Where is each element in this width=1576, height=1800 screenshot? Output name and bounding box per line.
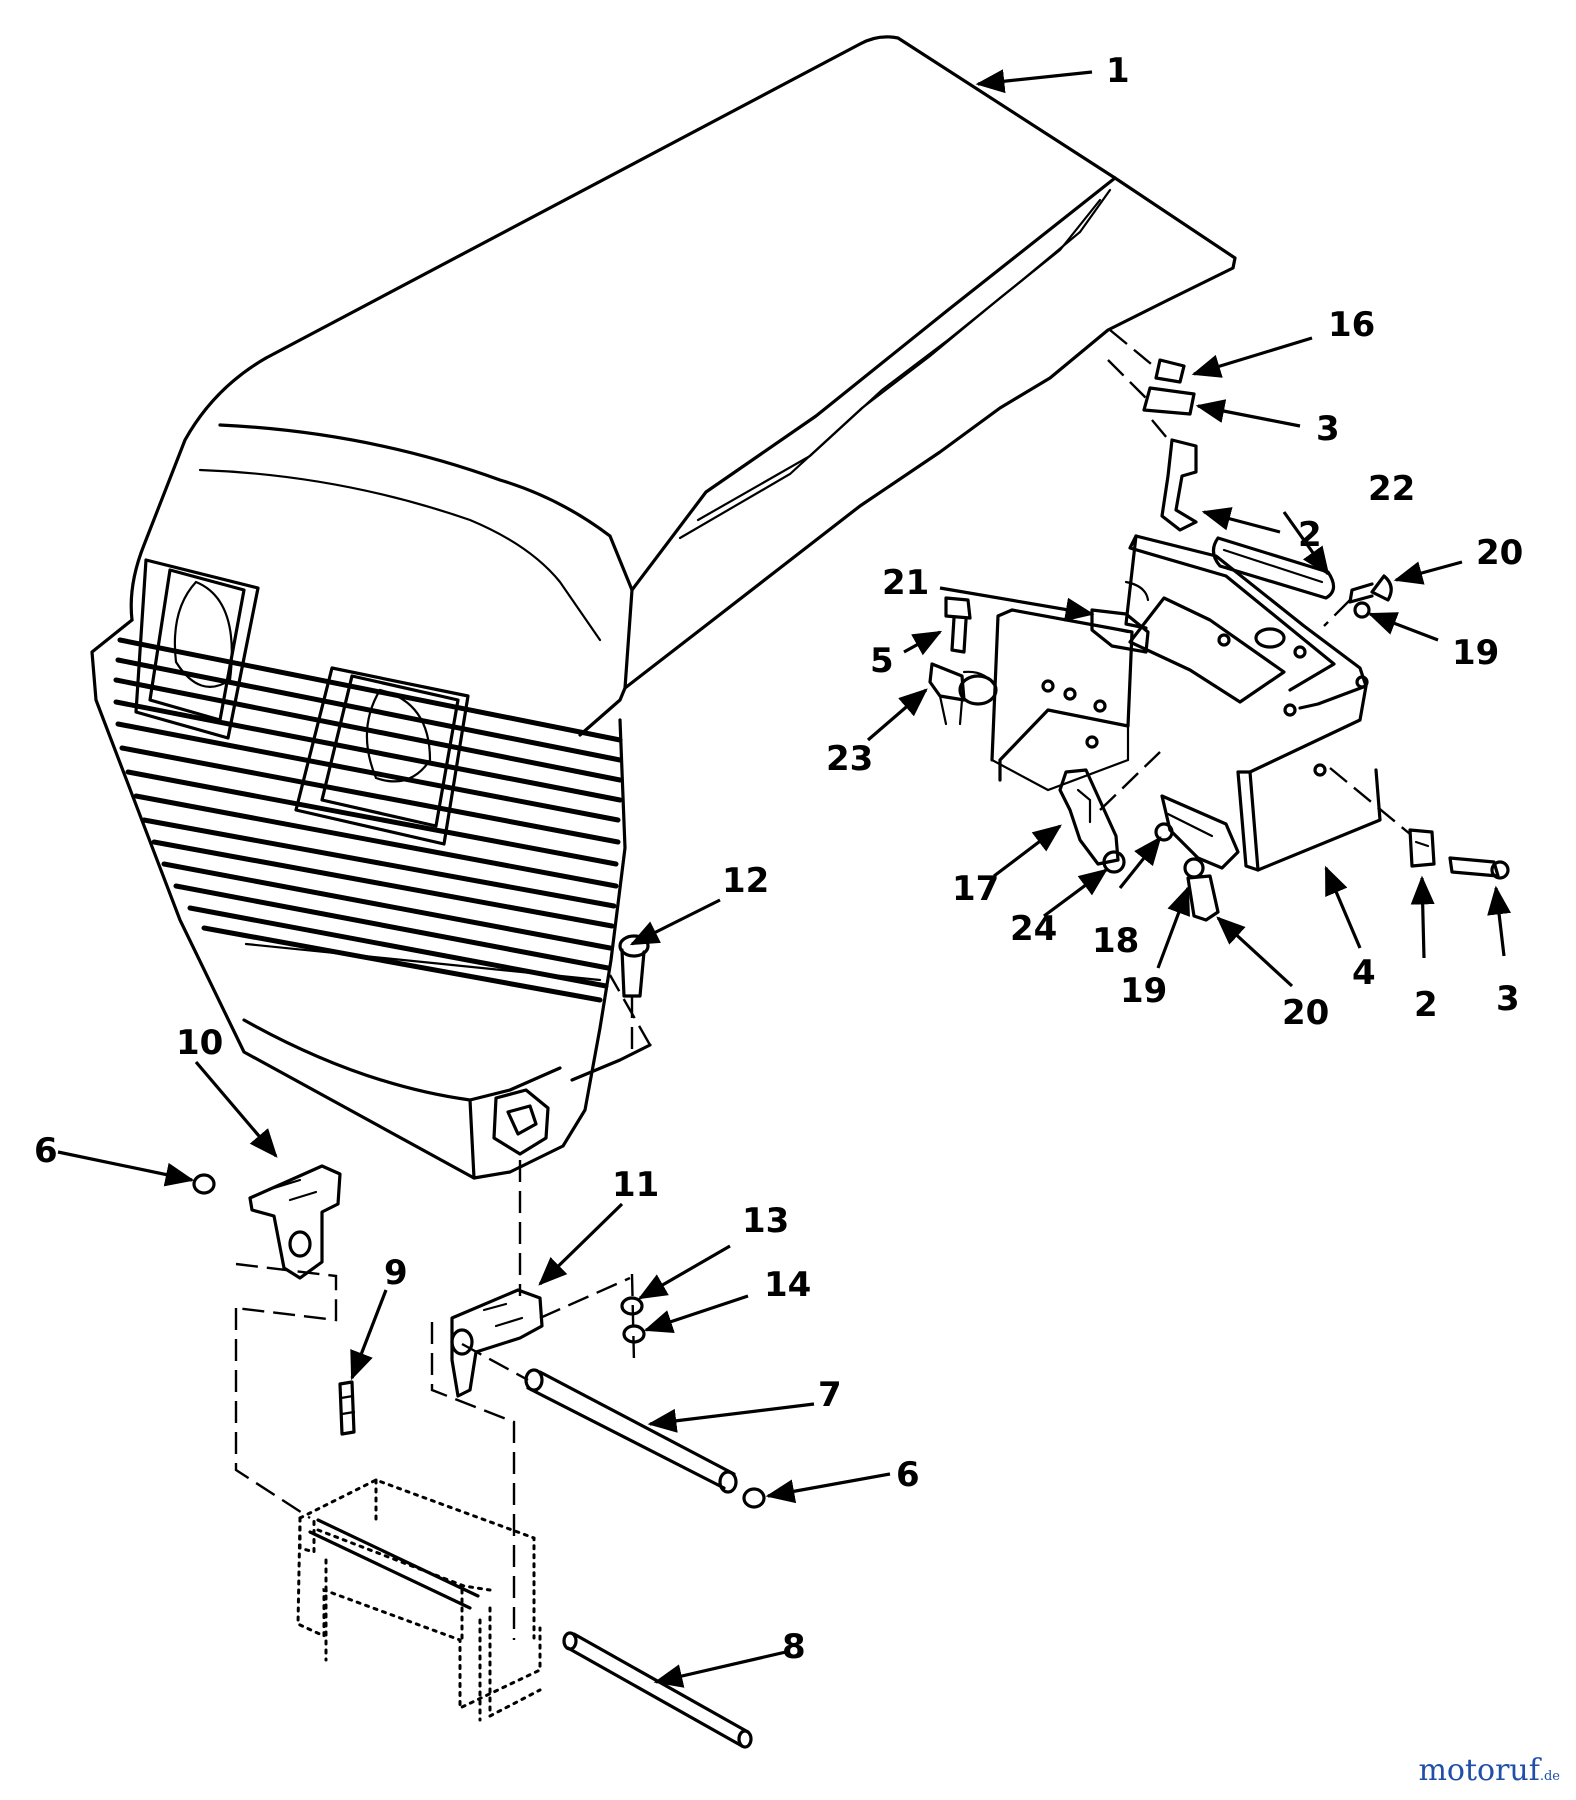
callout-11: 11 xyxy=(612,1165,659,1205)
callout-4: 4 xyxy=(1352,953,1376,993)
callout-20: 20 xyxy=(1476,533,1523,573)
callout-22: 22 xyxy=(1368,469,1415,509)
callout-3-lower: 3 xyxy=(1496,979,1520,1019)
lower-hinge-assembly xyxy=(192,1160,766,1749)
callout-9: 9 xyxy=(384,1253,408,1293)
callout-8: 8 xyxy=(782,1627,806,1667)
left-headlight xyxy=(134,558,260,740)
hinge-bracket-assembly xyxy=(928,329,1510,922)
callout-17: 17 xyxy=(952,869,999,909)
callout-21: 21 xyxy=(882,563,929,603)
callout-5: 5 xyxy=(870,641,894,681)
right-headlight xyxy=(294,666,470,846)
hood xyxy=(90,35,1237,1180)
callout-12: 12 xyxy=(722,861,769,901)
callout-labels: 1 16 3 2 22 20 21 19 5 23 12 17 24 18 19… xyxy=(34,51,1523,1667)
callout-1: 1 xyxy=(1106,51,1130,91)
part-12-pin xyxy=(618,934,650,1055)
leader-arrows xyxy=(57,69,1512,1688)
hood-latch xyxy=(492,1088,550,1156)
callout-16: 16 xyxy=(1328,305,1375,345)
callout-2: 2 xyxy=(1298,515,1322,555)
callout-19-lower: 19 xyxy=(1120,971,1167,1011)
callout-7: 7 xyxy=(818,1375,842,1415)
callout-3: 3 xyxy=(1316,409,1340,449)
callout-10: 10 xyxy=(176,1023,223,1063)
callout-18: 18 xyxy=(1092,921,1139,961)
callout-6-lower: 6 xyxy=(896,1455,920,1495)
callout-23: 23 xyxy=(826,739,873,779)
callout-14: 14 xyxy=(764,1265,811,1305)
callout-2-lower: 2 xyxy=(1414,985,1438,1025)
watermark-tld: .de xyxy=(1539,1769,1560,1784)
callout-6: 6 xyxy=(34,1131,58,1171)
callout-13: 13 xyxy=(742,1201,789,1241)
motoruf-watermark: motoruf.de xyxy=(1418,1753,1560,1788)
callout-20-lower: 20 xyxy=(1282,993,1329,1033)
callout-19: 19 xyxy=(1452,633,1499,673)
frame-reference xyxy=(296,1478,542,1722)
callout-24: 24 xyxy=(1010,909,1057,949)
watermark-brand: motoruf xyxy=(1418,1753,1540,1788)
